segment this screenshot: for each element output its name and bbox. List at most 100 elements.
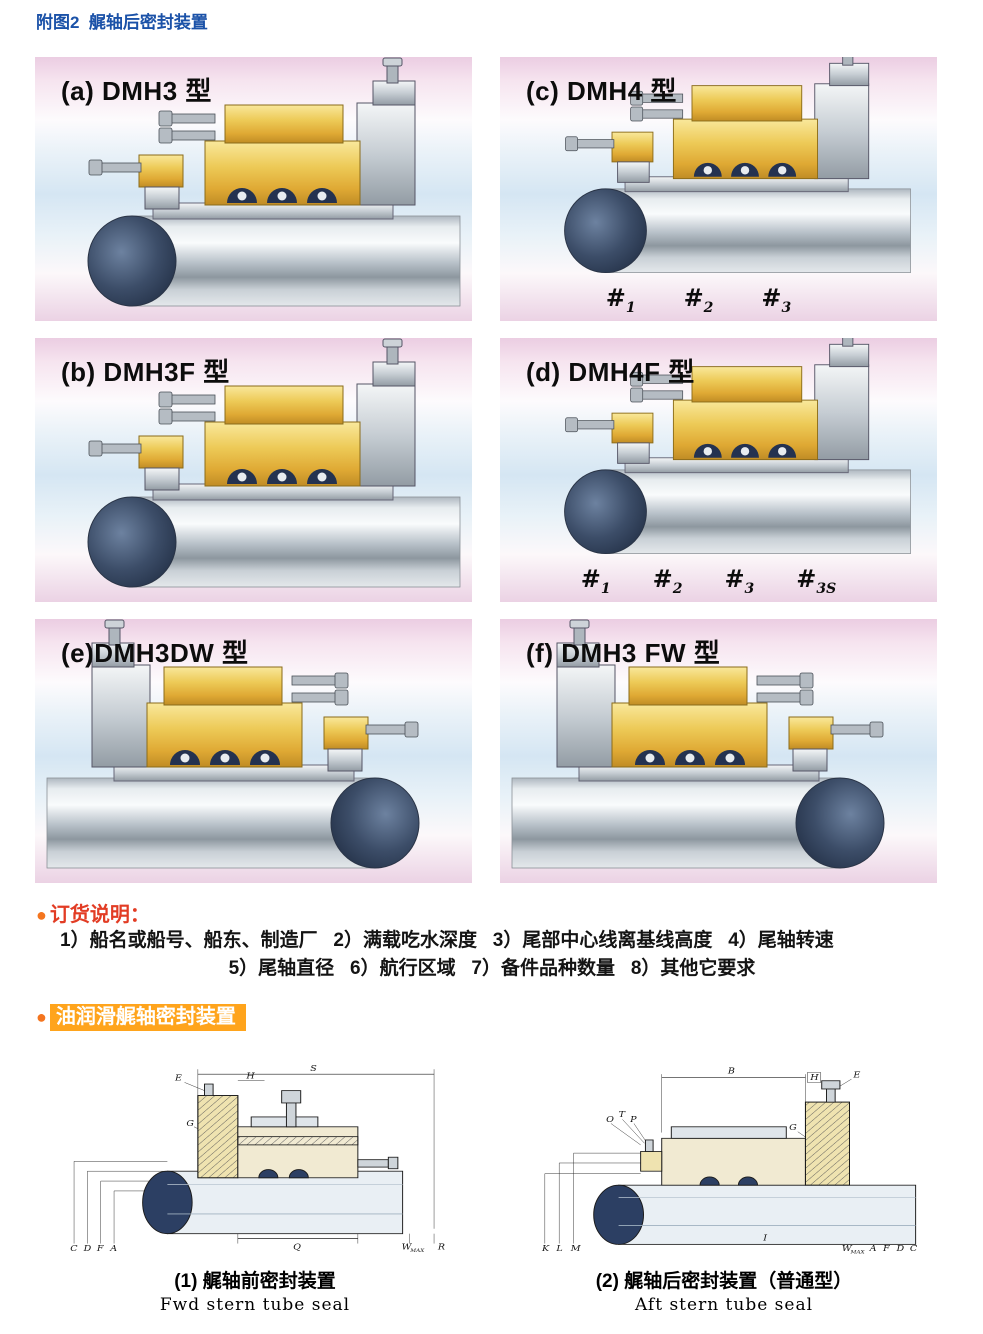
seal-flange bbox=[814, 338, 870, 461]
seal-flange bbox=[556, 619, 616, 768]
panel-dmh3: (a) DMH3 型 bbox=[35, 57, 472, 321]
panel-grid: (a) DMH3 型 bbox=[35, 57, 937, 883]
panel-label: (c) DMH4 型 bbox=[526, 76, 677, 106]
dim-label-a: A bbox=[109, 1244, 117, 1253]
dim-label-d: D bbox=[83, 1244, 92, 1253]
seal-cross-section bbox=[564, 57, 911, 274]
shaft-outline bbox=[142, 1170, 404, 1235]
seal-cross-section bbox=[87, 338, 461, 588]
fwd-seal-drawing: S H E G Q W MAX R C D F A bbox=[55, 1038, 455, 1260]
figure-caption-cn: (2) 艉轴后密封装置（普通型） bbox=[595, 1271, 853, 1292]
shaft-end bbox=[795, 777, 885, 869]
figure-caption-en: Fwd stern tube seal bbox=[159, 1295, 351, 1315]
bolts bbox=[291, 672, 419, 738]
panel-label: (b) DMH3F 型 bbox=[61, 357, 230, 387]
seal-tag: #3 bbox=[761, 283, 792, 316]
figure-fwd-seal: S H E G Q W MAX R C D F A (1) 艉轴前密封装置 Fw… bbox=[55, 1038, 455, 1315]
seal-tag: #2 bbox=[652, 564, 683, 597]
shaft-end bbox=[87, 215, 177, 307]
seal-drawing bbox=[500, 338, 937, 602]
dimension-labels: S H E G Q W MAX R C D F A bbox=[70, 1064, 445, 1253]
dim-label-wmax: MAX bbox=[409, 1248, 424, 1254]
seal-cross-section bbox=[564, 338, 911, 555]
seal-tag: #1 bbox=[605, 283, 636, 316]
seal-tag: #3S bbox=[796, 564, 837, 597]
seal-drawing bbox=[500, 57, 937, 321]
shaft-end bbox=[87, 496, 177, 588]
shaft-body bbox=[511, 777, 841, 869]
shaft-body bbox=[605, 469, 911, 554]
dim-label-l: L bbox=[555, 1245, 563, 1254]
dim-label-h: H bbox=[245, 1072, 255, 1081]
dim-label-f: F bbox=[882, 1245, 891, 1254]
seal-drawing bbox=[35, 619, 472, 883]
seal-lip-springs bbox=[237, 191, 327, 201]
shaft-end bbox=[564, 469, 647, 555]
shaft-body bbox=[46, 777, 376, 869]
page-title: 附图2 艉轴后密封装置 bbox=[36, 13, 208, 32]
seal-lip-springs bbox=[645, 753, 735, 763]
seal-bracket bbox=[792, 748, 828, 772]
dim-label-p: P bbox=[629, 1115, 638, 1124]
panel-dmh4: (c) DMH4 型 #1 #2 #3 bbox=[500, 57, 937, 321]
oil-section-title: 油润滑艉轴密封装置 bbox=[49, 1004, 246, 1031]
dim-label-b: B bbox=[727, 1067, 736, 1076]
seal-lip-springs bbox=[237, 472, 327, 482]
panel-dmh4f: (d) DMH4F 型 #1 #2 #3 #3S bbox=[500, 338, 937, 602]
shaft-outline bbox=[593, 1184, 917, 1245]
bolts bbox=[565, 371, 684, 433]
panel-label: (a) DMH3 型 bbox=[61, 76, 212, 106]
bolts bbox=[88, 110, 216, 176]
dim-label-i: I bbox=[762, 1234, 767, 1243]
dim-label-d: D bbox=[895, 1245, 904, 1254]
aft-seal-drawing: B H E G O T P K L M I W MAX A F D C bbox=[518, 1038, 930, 1260]
ordering-line-1: 1）船名或船号、船东、制造厂 2）满载吃水深度 3）尾部中心线离基线高度 4）尾… bbox=[60, 930, 834, 951]
seal-lip-springs bbox=[703, 166, 787, 175]
panel-label: (d) DMH4F 型 bbox=[526, 357, 695, 387]
dim-label-w: W bbox=[402, 1243, 413, 1252]
dim-label-t: T bbox=[619, 1110, 627, 1119]
seal-drawing bbox=[500, 619, 937, 883]
seal-bracket bbox=[617, 442, 650, 464]
seal-tag: #1 bbox=[580, 564, 611, 597]
panel-dmh3f: (b) DMH3F 型 bbox=[35, 338, 472, 602]
bullet-icon: ● bbox=[36, 1007, 47, 1027]
seal-number-tags: #1 #2 #3 #3S bbox=[500, 564, 917, 597]
seal-cross-section bbox=[87, 57, 461, 307]
seal-flange bbox=[91, 619, 151, 768]
shaft-body bbox=[605, 188, 911, 273]
shaft-end bbox=[330, 777, 420, 869]
dim-label-o: O bbox=[606, 1115, 615, 1124]
ordering-title: ●订货说明： bbox=[36, 898, 948, 927]
dim-label-s: S bbox=[310, 1064, 317, 1073]
shaft-body bbox=[131, 496, 461, 588]
panel-label: (f) DMH3 FW 型 bbox=[526, 638, 721, 668]
ordering-section: ●订货说明： 1）船名或船号、船东、制造厂 2）满载吃水深度 3）尾部中心线离基… bbox=[36, 898, 948, 983]
housing-outline bbox=[197, 1083, 399, 1179]
dim-label-f: F bbox=[96, 1244, 105, 1253]
dim-label-c: C bbox=[910, 1245, 918, 1254]
seal-bracket bbox=[617, 161, 650, 183]
housing-outline bbox=[640, 1080, 850, 1186]
seal-cross-section bbox=[511, 619, 885, 869]
dim-label-r: R bbox=[437, 1243, 446, 1252]
bolts bbox=[88, 391, 216, 457]
seal-drawing bbox=[35, 57, 472, 321]
panel-label: (e)DMH3DW 型 bbox=[61, 638, 249, 668]
seal-bracket bbox=[144, 186, 180, 210]
ordering-line-2: 5）尾轴直径 6）航行区域 7）备件品种数量 8）其他它要求 bbox=[228, 958, 756, 979]
figure-caption-cn: (1) 艉轴前密封装置 bbox=[174, 1271, 336, 1292]
seal-bracket bbox=[327, 748, 363, 772]
seal-flange bbox=[356, 338, 416, 487]
seal-tag: #3 bbox=[724, 564, 755, 597]
ordering-title-text: 订货说明： bbox=[49, 904, 150, 926]
shaft-body bbox=[131, 215, 461, 307]
seal-number-tags: #1 #2 #3 bbox=[500, 283, 897, 316]
seal-lip-springs bbox=[703, 447, 787, 456]
figure-aft-seal: B H E G O T P K L M I W MAX A F D C (2) … bbox=[518, 1038, 930, 1315]
dimension-labels: B H E G O T P K L M I W MAX A F D C bbox=[541, 1067, 918, 1255]
dim-label-a: A bbox=[869, 1245, 877, 1254]
dim-label-g: G bbox=[186, 1120, 194, 1129]
panel-dmh3fw: (f) DMH3 FW 型 bbox=[500, 619, 937, 883]
dim-label-k: K bbox=[541, 1245, 551, 1254]
